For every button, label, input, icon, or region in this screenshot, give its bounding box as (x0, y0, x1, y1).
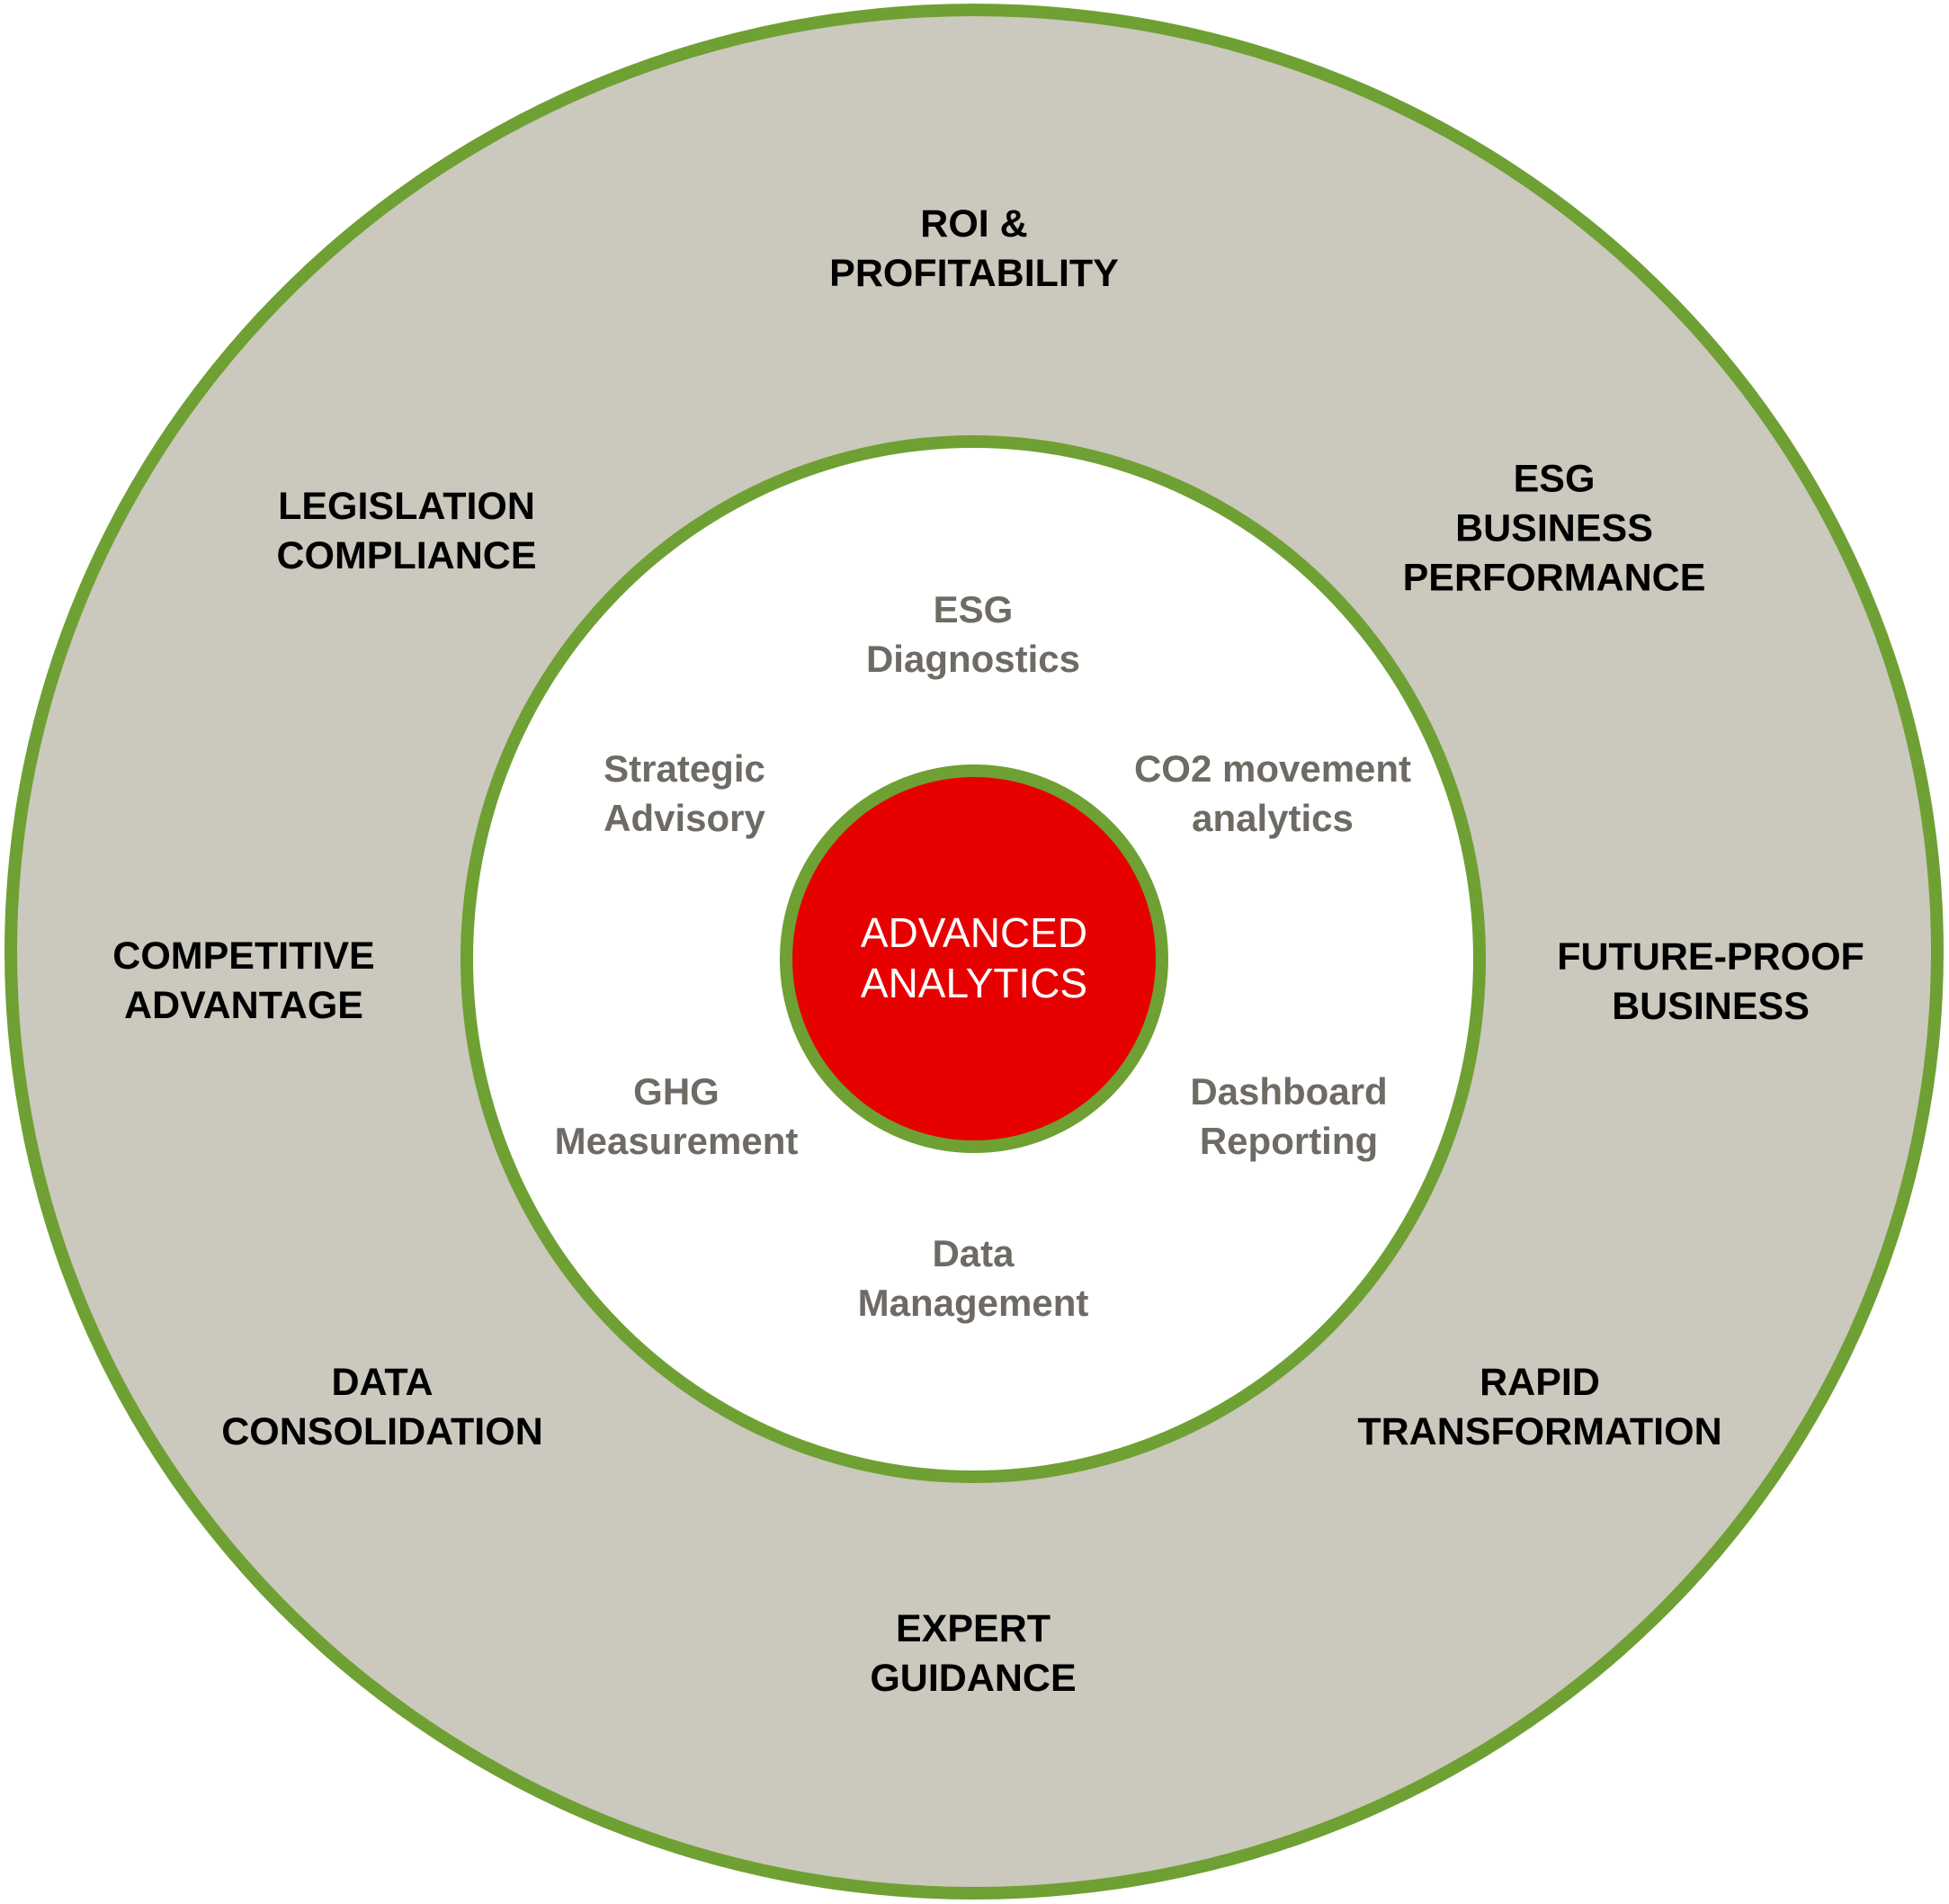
inner-label-ghg-measurement: GHG Measurement (554, 1070, 799, 1162)
outer-label-future-proof-business: FUTURE-PROOF BUSINESS (1557, 935, 1864, 1028)
outer-label-legislation-compliance: LEGISLATION COMPLIANCE (276, 485, 537, 577)
outer-label-roi-profitability: ROI & PROFITABILITY (829, 202, 1119, 295)
inner-label-data-management: Data Management (857, 1232, 1089, 1324)
inner-label-co2-movement-analytics: CO2 movement analytics (1133, 747, 1412, 839)
outer-label-esg-business-performance: ESG BUSINESS PERFORMANCE (1402, 457, 1706, 600)
outer-label-competitive-advantage: COMPETITIVE ADVANTAGE (112, 934, 375, 1027)
inner-label-esg-diagnostics: ESG Diagnostics (865, 588, 1081, 680)
core-label-advanced-analytics: ADVANCED ANALYTICS (860, 909, 1088, 1006)
inner-label-dashboard-reporting: Dashboard Reporting (1190, 1070, 1388, 1162)
outer-label-data-consolidation: DATA CONSOLIDATION (221, 1361, 543, 1453)
outer-label-rapid-transformation: RAPID TRANSFORMATION (1357, 1361, 1722, 1453)
inner-label-strategic-advisory: Strategic Advisory (603, 747, 765, 839)
outer-label-expert-guidance: EXPERT GUIDANCE (870, 1607, 1077, 1700)
